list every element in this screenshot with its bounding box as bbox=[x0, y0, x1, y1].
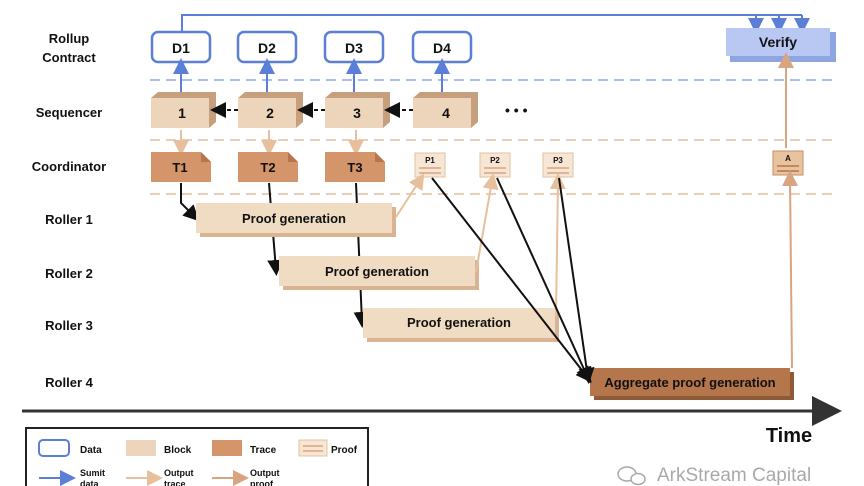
output-proof-arrow bbox=[475, 173, 499, 273]
output-proof-arrow bbox=[395, 173, 425, 218]
verify-box: Verify bbox=[726, 28, 836, 62]
trace-t2: T2 bbox=[238, 152, 298, 182]
legend-data-swatch bbox=[38, 439, 70, 457]
block-label: 4 bbox=[442, 105, 450, 121]
proof-generation-label: Proof generation bbox=[242, 211, 346, 226]
trace-label: T1 bbox=[172, 160, 187, 175]
data-box-d4: D4 bbox=[411, 30, 473, 64]
roller1-proof-generation-bar: Proof generation bbox=[196, 203, 396, 237]
proof-to-aggregate-arrow bbox=[496, 177, 592, 384]
submit-data-bus bbox=[181, 14, 802, 32]
sequencer-block-4: 4 bbox=[413, 92, 478, 128]
legend-output-proof-label-2: proof bbox=[250, 479, 274, 486]
output-proof-arrow bbox=[549, 173, 566, 317]
legend-proof-swatch bbox=[298, 439, 328, 457]
legend-submit-data-label: Sumit bbox=[80, 468, 105, 478]
data-label: D3 bbox=[345, 40, 363, 56]
watermark: ArkStream Capital bbox=[617, 465, 811, 486]
proof-p3: P3 bbox=[542, 152, 574, 178]
sequencer-block-3: 3 bbox=[325, 92, 390, 128]
legend-data-label: Data bbox=[80, 445, 102, 456]
row-label-roller1: Roller 1 bbox=[45, 212, 93, 227]
block-label: 2 bbox=[266, 105, 274, 121]
aggregate-proof-label: Aggregate proof generation bbox=[604, 375, 775, 390]
proof-generation-label: Proof generation bbox=[325, 264, 429, 279]
row-label-rollup: Rollup bbox=[49, 31, 89, 46]
row-label-sequencer: Sequencer bbox=[36, 105, 102, 120]
proof-p1: P1 bbox=[414, 152, 446, 178]
time-label: Time bbox=[766, 425, 812, 447]
trace-label: T3 bbox=[347, 160, 362, 175]
aggregate-label: A bbox=[785, 154, 791, 163]
proof-to-aggregate-arrow bbox=[431, 177, 592, 383]
aggregate-output-arrow bbox=[782, 170, 799, 369]
block-label: 1 bbox=[178, 105, 186, 121]
data-label: D2 bbox=[258, 40, 276, 56]
legend-trace-label: Trace bbox=[250, 445, 277, 456]
data-box-d3: D3 bbox=[323, 30, 385, 64]
aggregate-proof-a: A bbox=[772, 150, 804, 176]
proof-label: P3 bbox=[553, 156, 563, 165]
legend-block-swatch bbox=[126, 440, 156, 456]
legend-output-proof-label: Output bbox=[250, 468, 280, 478]
legend-frame bbox=[25, 427, 369, 486]
roller2-proof-generation-bar: Proof generation bbox=[279, 256, 479, 290]
legend-submit-data-label-2: data bbox=[80, 479, 100, 486]
verify-label: Verify bbox=[759, 34, 797, 50]
row-label-coordinator: Coordinator bbox=[32, 159, 106, 174]
wechat-icon bbox=[617, 466, 646, 486]
watermark-text: ArkStream Capital bbox=[657, 465, 811, 486]
row-label-roller3: Roller 3 bbox=[45, 318, 93, 333]
row-label-roller4: Roller 4 bbox=[45, 375, 93, 390]
trace-label: T2 bbox=[260, 160, 275, 175]
data-box-d1: D1 bbox=[150, 30, 212, 64]
row-label-roller2: Roller 2 bbox=[45, 266, 93, 281]
trace-t1: T1 bbox=[151, 152, 211, 182]
legend: Data Block Trace Proof Sumit data Output… bbox=[25, 427, 369, 486]
proof-label: P2 bbox=[490, 156, 500, 165]
legend-output-trace-label: Output bbox=[164, 468, 194, 478]
legend-trace-swatch bbox=[212, 440, 242, 456]
trace-t3: T3 bbox=[325, 152, 385, 182]
sequencer-block-1: 1 bbox=[151, 92, 216, 128]
legend-output-trace-label-2: trace bbox=[164, 479, 186, 486]
block-label: 3 bbox=[353, 105, 361, 121]
proof-p2: P2 bbox=[479, 152, 511, 178]
roller3-proof-generation-bar: Proof generation bbox=[363, 308, 559, 342]
proof-generation-label: Proof generation bbox=[407, 315, 511, 330]
roller4-aggregate-bar: Aggregate proof generation bbox=[590, 368, 794, 400]
row-label-contract: Contract bbox=[42, 50, 96, 65]
legend-proof-label: Proof bbox=[331, 445, 358, 456]
proof-to-aggregate-arrow bbox=[558, 177, 595, 384]
sequencer-ellipsis: • • • bbox=[505, 102, 528, 118]
data-box-d2: D2 bbox=[236, 30, 298, 64]
sequencer-block-2: 2 bbox=[238, 92, 303, 128]
trace-dispatch-arrow bbox=[180, 183, 200, 222]
proof-label: P1 bbox=[425, 156, 435, 165]
data-label: D1 bbox=[172, 40, 190, 56]
data-label: D4 bbox=[433, 40, 451, 56]
legend-block-label: Block bbox=[164, 445, 192, 456]
